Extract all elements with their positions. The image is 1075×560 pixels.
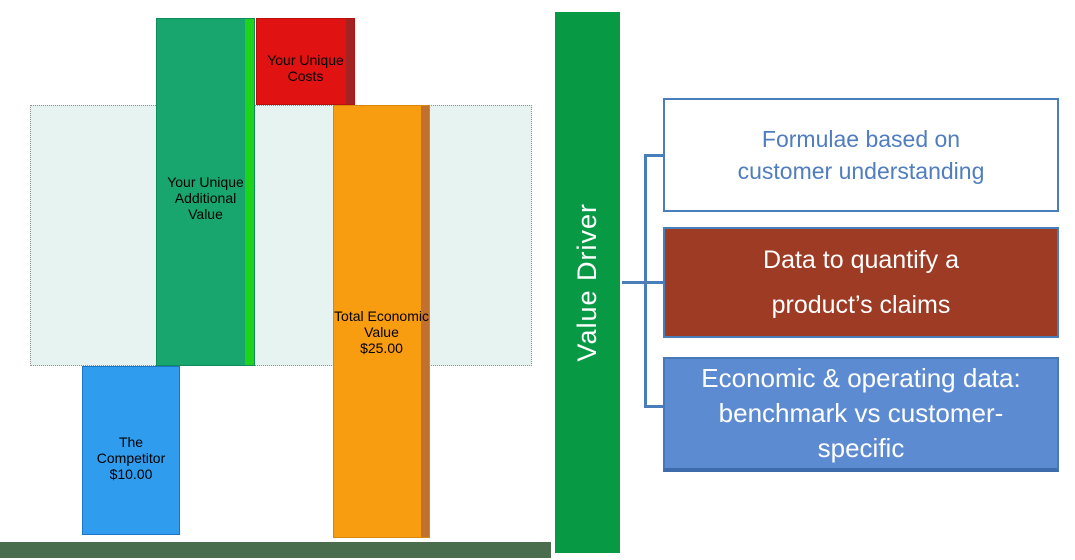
- value-driver-bar: Value Driver: [553, 10, 622, 555]
- additional-value-label-line1: Your Unique: [167, 174, 244, 190]
- economic-data-panel-line1: Economic & operating data:: [701, 363, 1021, 393]
- additional-value-label-line2: Additional Value: [174, 190, 237, 222]
- data-quantify-panel-line1: Data to quantify a: [763, 245, 959, 274]
- connector-bottom-stub: [647, 405, 663, 408]
- competitor-bar: The Competitor $10.00: [82, 366, 180, 535]
- formulae-panel: Formulae based on customer understanding: [663, 98, 1059, 212]
- total-value-amount: $25.00: [360, 339, 403, 356]
- value-band: [30, 105, 532, 366]
- formulae-panel-line1: Formulae based on: [761, 126, 961, 152]
- formulae-panel-line2: customer understanding: [737, 158, 985, 184]
- economic-data-panel-line2: benchmark vs customer-: [718, 398, 1004, 428]
- connector-top-stub: [647, 154, 663, 157]
- data-quantify-panel-line2: product’s claims: [771, 290, 951, 319]
- competitor-amount: $10.00: [109, 465, 153, 482]
- unique-costs-bar: Your Unique Costs: [256, 18, 355, 105]
- baseline-bar: [0, 542, 551, 558]
- value-driver-label: Value Driver: [572, 203, 602, 362]
- connector-middle-line: [622, 281, 663, 284]
- unique-costs-label-line1: Your Unique: [267, 52, 344, 68]
- connector-vertical-line: [644, 154, 647, 408]
- total-value-label-line1: Total Economic: [334, 307, 429, 324]
- economic-data-panel: Economic & operating data: benchmark vs …: [663, 357, 1059, 472]
- additional-value-bar: Your Unique Additional Value: [156, 18, 255, 366]
- total-value-label-line2: Value: [364, 323, 399, 340]
- total-value-bar: Total Economic Value $25.00: [333, 105, 430, 538]
- unique-costs-label-line2: Costs: [287, 68, 324, 84]
- economic-data-panel-line3: specific: [817, 433, 905, 463]
- competitor-label-line1: The Competitor: [96, 433, 166, 466]
- data-quantify-panel: Data to quantify a product’s claims: [663, 227, 1059, 338]
